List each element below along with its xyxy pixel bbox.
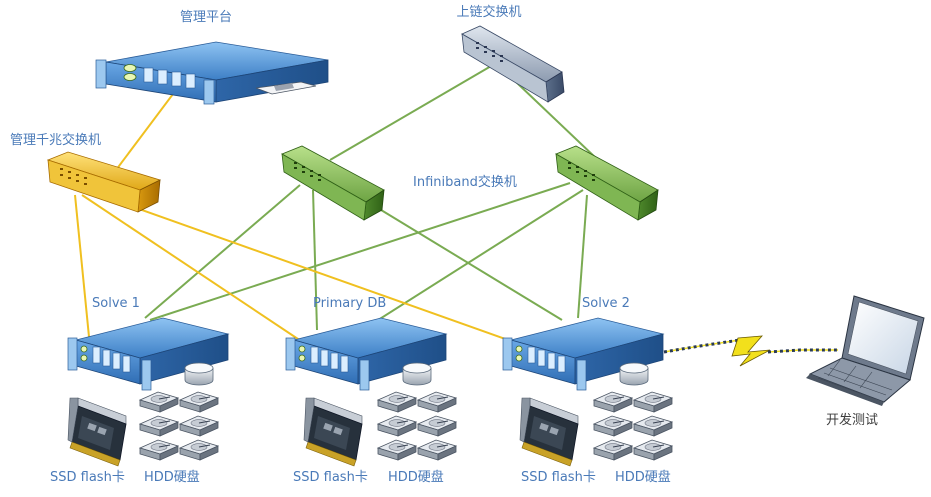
infiniband-switch-right-icon <box>555 145 659 221</box>
hdd-icon-group <box>377 391 457 461</box>
link-platform-mgmt <box>109 81 183 179</box>
uplink-switch-icon <box>461 25 565 103</box>
infiniband-switch-label: Infiniband交换机 <box>413 175 517 190</box>
solve1-label: Solve 1 <box>92 296 140 311</box>
ssd-card-icon <box>67 397 127 467</box>
ssd-label: SSD flash卡 <box>293 470 368 485</box>
management-links <box>74 81 529 348</box>
hdd-label: HDD硬盘 <box>388 470 444 485</box>
ssd-card-icon <box>519 397 579 467</box>
mgmt-gigabit-switch-icon <box>46 151 162 213</box>
ssd-card-icon <box>303 397 363 467</box>
lightning-icon <box>663 335 838 367</box>
link-uplink-ib-left <box>329 61 499 161</box>
laptop-icon <box>806 295 925 406</box>
link-ibright-primary <box>374 189 584 323</box>
primary-db-label: Primary DB <box>313 296 387 311</box>
infiniband-switch-left-icon <box>281 145 385 221</box>
solve2-label: Solve 2 <box>582 296 630 311</box>
link-ibleft-primary <box>312 189 318 331</box>
link-mgmt-solve2 <box>107 197 529 348</box>
link-ibright-solve1 <box>149 182 571 321</box>
mgmt-gigabit-switch-label: 管理千兆交换机 <box>10 133 102 148</box>
link-ibright-solve2 <box>577 194 588 319</box>
solve2-server-icon <box>502 317 664 391</box>
hdd-icon-group <box>139 391 219 461</box>
hdd-label: HDD硬盘 <box>144 470 200 485</box>
link-mgmt-primary <box>81 194 311 348</box>
uplink-switch-label: 上链交换机 <box>456 5 522 20</box>
link-ibleft-solve1 <box>144 184 301 319</box>
hdd-icon-group <box>593 391 673 461</box>
link-mgmt-solve1 <box>74 194 91 348</box>
solve1-server-icon <box>67 317 229 391</box>
hdd-label: HDD硬盘 <box>615 470 671 485</box>
management-platform-server-icon <box>95 41 329 105</box>
ssd-label: SSD flash卡 <box>521 470 596 485</box>
link-uplink-ib-right <box>515 81 599 161</box>
management-platform-label: 管理平台 <box>179 10 233 25</box>
dev-test-label: 开发测试 <box>826 413 879 428</box>
primary-db-server-icon <box>285 317 447 391</box>
ssd-label: SSD flash卡 <box>50 470 125 485</box>
